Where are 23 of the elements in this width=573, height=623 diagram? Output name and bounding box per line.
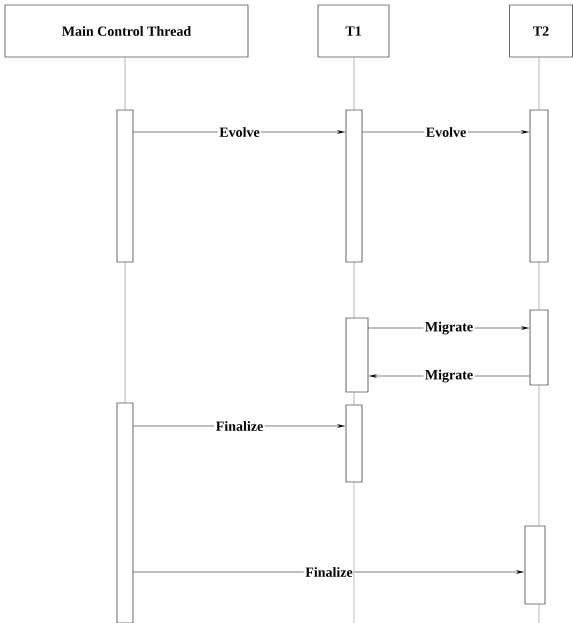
edge-label: Migrate bbox=[423, 368, 475, 384]
activation-bar bbox=[524, 526, 546, 604]
edge-label: Finalize bbox=[214, 420, 265, 432]
activation-bar bbox=[346, 404, 362, 482]
lifeline bbox=[124, 57, 126, 110]
activation-bar bbox=[116, 110, 134, 262]
edge-label: Finalize bbox=[304, 566, 354, 578]
edge-label: Migrate bbox=[423, 320, 475, 336]
lifeline bbox=[538, 604, 540, 623]
lifeline-header-box: Main Control Thread bbox=[4, 4, 248, 58]
activation-bar bbox=[346, 110, 362, 262]
activation-bar bbox=[346, 318, 368, 392]
lifeline-header-box: T2 bbox=[509, 4, 573, 58]
lifeline bbox=[538, 385, 540, 526]
lifeline bbox=[538, 57, 540, 110]
lifeline bbox=[124, 262, 126, 403]
activation-bar bbox=[530, 310, 548, 386]
edge-label: Evolve bbox=[424, 126, 468, 138]
lifeline-header-box: T1 bbox=[318, 4, 390, 58]
edge-label: Evolve bbox=[218, 126, 262, 138]
activation-bar bbox=[530, 110, 548, 262]
activation-bar bbox=[116, 402, 134, 623]
lifeline bbox=[538, 262, 540, 310]
